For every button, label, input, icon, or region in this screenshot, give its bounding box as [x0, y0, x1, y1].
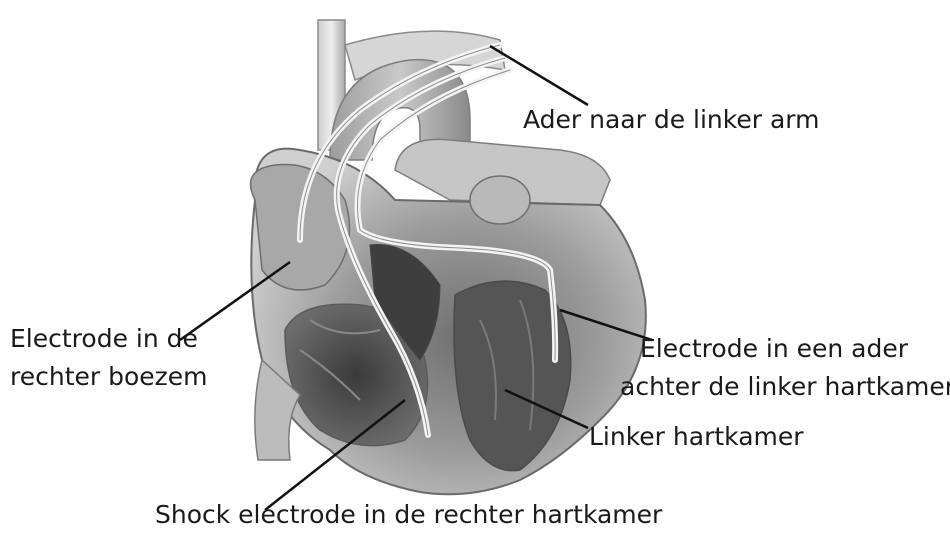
label-shock-electrode: Shock electrode in de rechter hartkamer — [155, 498, 662, 532]
label-electrode-vein-line1: Electrode in een ader — [640, 332, 908, 366]
label-electrode-vein-line2: achter de linker hartkamer — [620, 370, 950, 404]
label-electrode-right-atrium-line1: Electrode in de — [10, 322, 198, 356]
label-left-ventricle: Linker hartkamer — [589, 420, 804, 454]
label-vein-left-arm: Ader naar de linker arm — [523, 103, 819, 137]
label-electrode-right-atrium-line2: rechter boezem — [10, 360, 208, 394]
